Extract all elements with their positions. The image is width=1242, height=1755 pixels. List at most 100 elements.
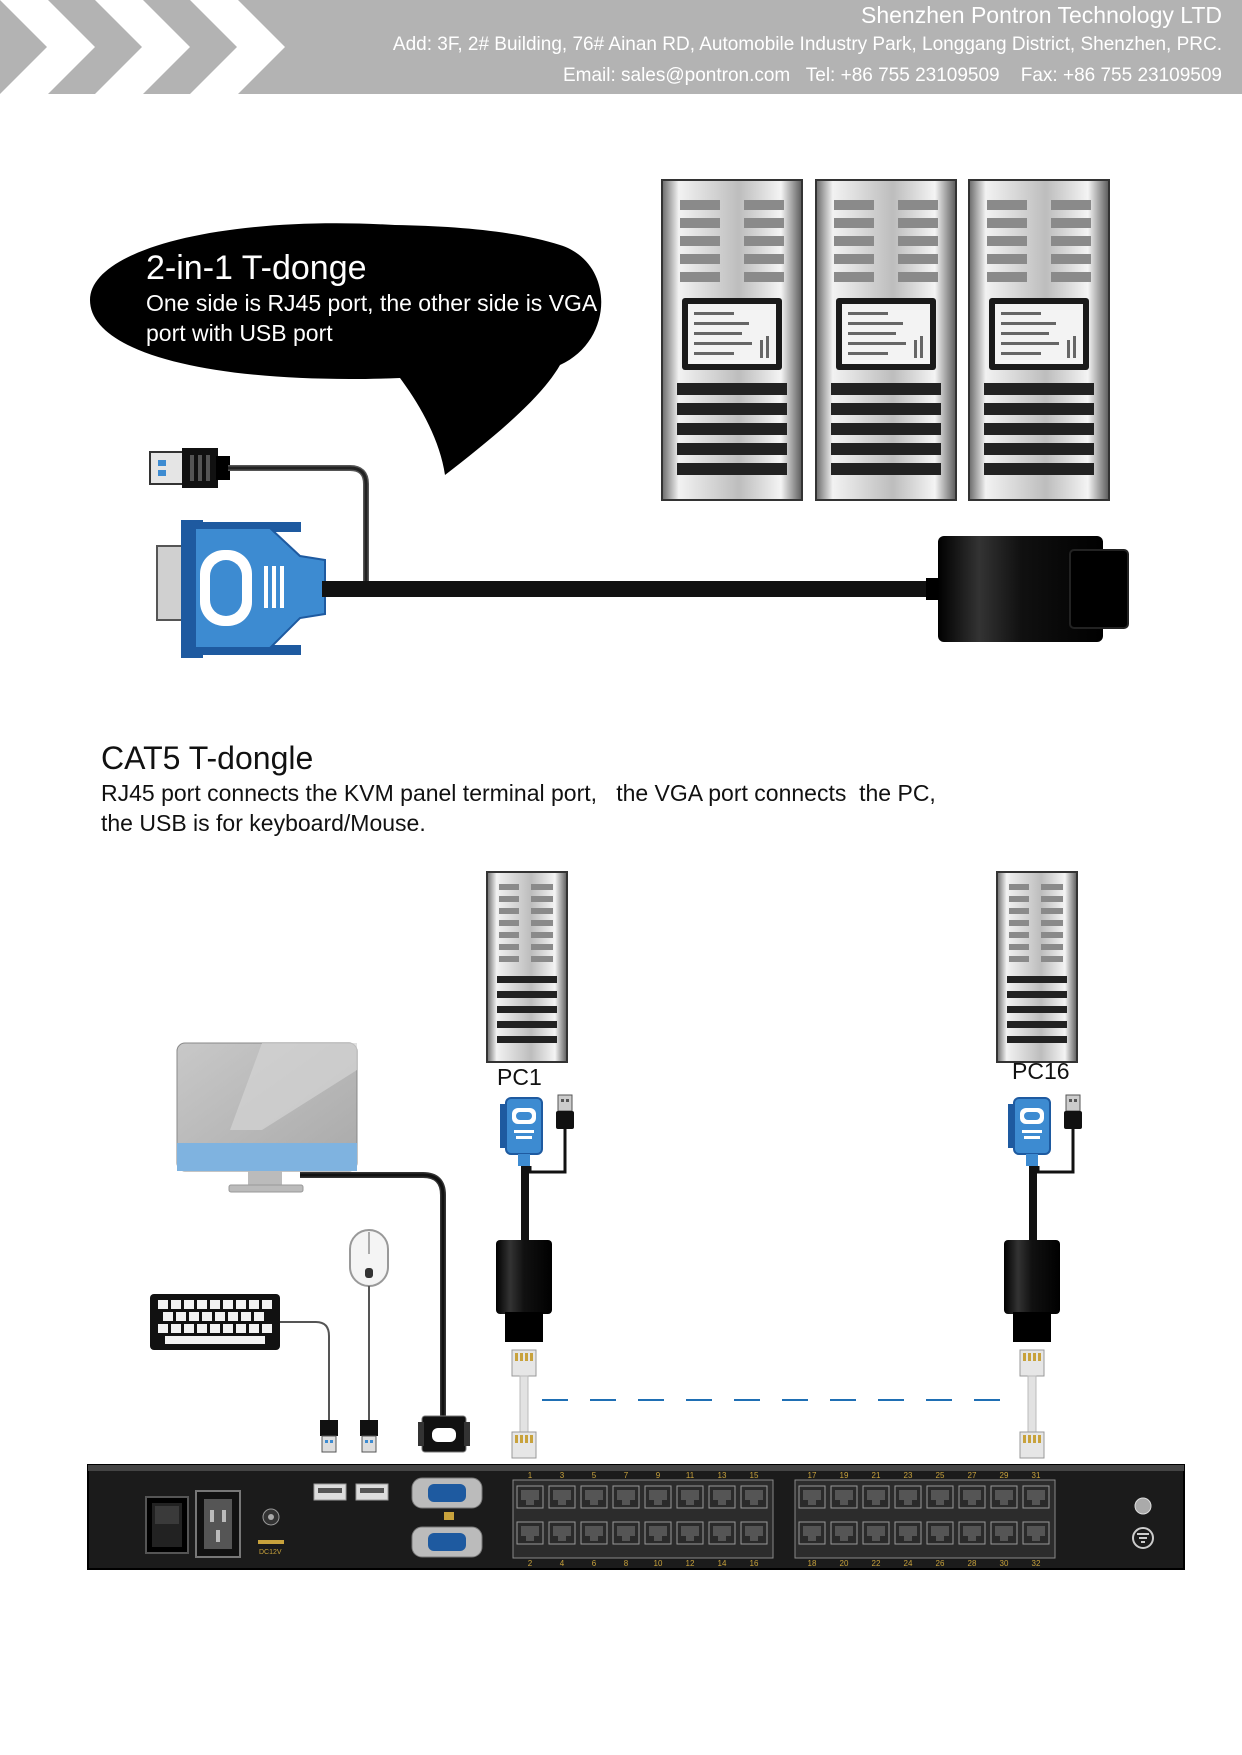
port-number-label: 10 bbox=[654, 1559, 663, 1568]
port-number-label: 11 bbox=[686, 1471, 695, 1480]
port-number-label: 9 bbox=[656, 1471, 661, 1480]
rj45-port bbox=[862, 1521, 890, 1545]
power-label: DC12V bbox=[259, 1549, 282, 1556]
port-number-label: 1 bbox=[528, 1471, 533, 1480]
company-name: Shenzhen Pontron Technology LTD bbox=[860, 2, 1222, 28]
server-tower-2 bbox=[815, 179, 957, 501]
rj45-port bbox=[958, 1485, 986, 1509]
section-title: CAT5 T-dongle bbox=[101, 740, 314, 776]
rj45-port bbox=[516, 1485, 544, 1509]
company-contact: Email: sales@pontron.com Tel: +86 755 23… bbox=[562, 65, 1222, 86]
vga-connector-icon bbox=[156, 520, 326, 658]
port-number-label: 18 bbox=[808, 1559, 817, 1568]
kvm-switch-panel bbox=[87, 1464, 1185, 1570]
pc1-tdongle bbox=[496, 1094, 575, 1459]
rj45-port bbox=[958, 1521, 986, 1545]
port-number-label: 8 bbox=[624, 1559, 629, 1568]
port-number-label: 19 bbox=[840, 1471, 849, 1480]
monitor-icon bbox=[176, 1042, 358, 1193]
chevron-arrows-icon bbox=[0, 0, 285, 94]
port-number-label: 16 bbox=[750, 1559, 759, 1568]
port-number-label: 7 bbox=[624, 1471, 629, 1480]
port-number-label: 31 bbox=[1032, 1471, 1041, 1480]
monitor-vga-cable bbox=[300, 1172, 446, 1420]
port-number-label: 2 bbox=[528, 1559, 533, 1568]
port-number-label: 27 bbox=[968, 1471, 977, 1480]
rj45-port bbox=[1022, 1485, 1050, 1509]
company-address: Add: 3F, 2# Building, 76# Ainan RD, Auto… bbox=[392, 34, 1222, 55]
rj45-port bbox=[894, 1521, 922, 1545]
port-number-label: 30 bbox=[1000, 1559, 1009, 1568]
rj45-dongle-icon bbox=[938, 536, 1129, 642]
rj45-port bbox=[740, 1521, 768, 1545]
port-number-label: 3 bbox=[560, 1471, 565, 1480]
port-number-label: 13 bbox=[718, 1471, 727, 1480]
rj45-port bbox=[516, 1521, 544, 1545]
kvm-usb-plug-1 bbox=[320, 1420, 338, 1453]
usb-plug-icon bbox=[149, 448, 230, 488]
port-number-label: 12 bbox=[686, 1559, 695, 1568]
port-number-label: 26 bbox=[936, 1559, 945, 1568]
rj45-port bbox=[862, 1485, 890, 1509]
port-number-label: 4 bbox=[560, 1559, 565, 1568]
port-number-label: 20 bbox=[840, 1559, 849, 1568]
speech-bubble bbox=[90, 223, 602, 475]
rj45-port bbox=[548, 1521, 576, 1545]
pc1-tower bbox=[486, 871, 568, 1063]
pc16-tdongle bbox=[1004, 1094, 1083, 1459]
rj45-port bbox=[644, 1521, 672, 1545]
pc16-label: PC16 bbox=[1012, 1058, 1070, 1084]
port-number-label: 5 bbox=[592, 1471, 597, 1480]
port-number-label: 32 bbox=[1032, 1559, 1041, 1568]
rj45-port bbox=[612, 1485, 640, 1509]
port-number-label: 6 bbox=[592, 1559, 597, 1568]
rj45-port bbox=[580, 1521, 608, 1545]
port-number-label: 29 bbox=[1000, 1471, 1009, 1480]
port-number-label: 14 bbox=[718, 1559, 727, 1568]
rj45-port bbox=[644, 1485, 672, 1509]
keyboard-icon bbox=[150, 1294, 280, 1350]
rj45-port bbox=[708, 1521, 736, 1545]
main-cable bbox=[322, 581, 942, 597]
port-number-label: 15 bbox=[750, 1471, 759, 1480]
port-number-label: 21 bbox=[872, 1471, 881, 1480]
port-number-label: 24 bbox=[904, 1559, 913, 1568]
rj45-port bbox=[990, 1485, 1018, 1509]
section-cat5: CAT5 T-dongle RJ45 port connects the KVM… bbox=[101, 738, 1081, 838]
port-number-label: 17 bbox=[808, 1471, 817, 1480]
rj45-port bbox=[548, 1485, 576, 1509]
bubble-description: One side is RJ45 port, the other side is… bbox=[146, 290, 597, 346]
port-number-label: 28 bbox=[968, 1559, 977, 1568]
pc16-tower bbox=[996, 871, 1078, 1063]
rj45-port bbox=[676, 1521, 704, 1545]
rj45-port bbox=[798, 1521, 826, 1545]
rj45-port bbox=[612, 1521, 640, 1545]
port-number-label: 25 bbox=[936, 1471, 945, 1480]
section-description: RJ45 port connects the KVM panel termina… bbox=[101, 780, 936, 836]
bubble-title: 2-in-1 T-donge bbox=[146, 249, 367, 287]
rj45-port bbox=[926, 1521, 954, 1545]
rj45-port bbox=[926, 1485, 954, 1509]
kvm-vga-plug bbox=[418, 1415, 470, 1453]
rj45-port bbox=[830, 1485, 858, 1509]
server-tower-1 bbox=[661, 179, 803, 501]
rj45-port bbox=[830, 1521, 858, 1545]
mouse-icon bbox=[349, 1229, 389, 1287]
server-tower-3 bbox=[968, 179, 1110, 501]
rj45-port bbox=[708, 1485, 736, 1509]
pc1-label: PC1 bbox=[497, 1064, 542, 1090]
rj45-port bbox=[740, 1485, 768, 1509]
rj45-port bbox=[894, 1485, 922, 1509]
rj45-port bbox=[798, 1485, 826, 1509]
bubble-text: 2-in-1 T-donge One side is RJ45 port, th… bbox=[146, 248, 596, 348]
rj45-port bbox=[990, 1521, 1018, 1545]
rj45-port bbox=[676, 1485, 704, 1509]
kvm-usb-plug-2 bbox=[360, 1420, 378, 1453]
rj45-port bbox=[1022, 1521, 1050, 1545]
header-bar: Shenzhen Pontron Technology LTD Add: 3F,… bbox=[0, 0, 1242, 94]
port-number-label: 23 bbox=[904, 1471, 913, 1480]
port-number-label: 22 bbox=[872, 1559, 881, 1568]
